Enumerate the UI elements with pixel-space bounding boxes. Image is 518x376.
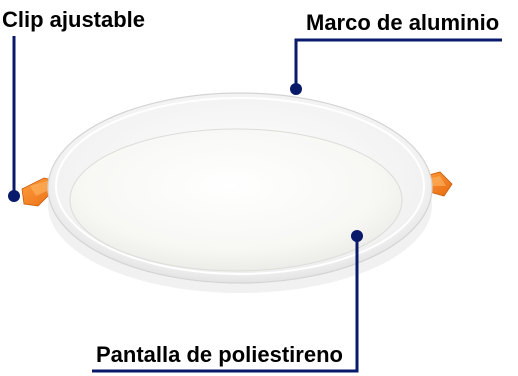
diffuser-label: Pantalla de poliestireno xyxy=(96,342,343,367)
frame-label: Marco de aluminio xyxy=(306,10,499,35)
frame-leader-dot xyxy=(290,83,302,95)
polystyrene-diffuser xyxy=(69,128,403,272)
frame-bevel xyxy=(55,97,425,275)
diffuser-leader-line xyxy=(92,236,359,373)
callout-clip: Clip ajustable xyxy=(2,7,145,202)
callout-frame: Marco de aluminio xyxy=(290,10,502,95)
clip-leader-dot xyxy=(8,190,20,202)
callout-diffuser: Pantalla de poliestireno xyxy=(92,230,363,373)
diffuser-leader-dot xyxy=(351,230,363,242)
clip-label: Clip ajustable xyxy=(2,7,145,32)
frame-leader-line xyxy=(294,38,502,88)
